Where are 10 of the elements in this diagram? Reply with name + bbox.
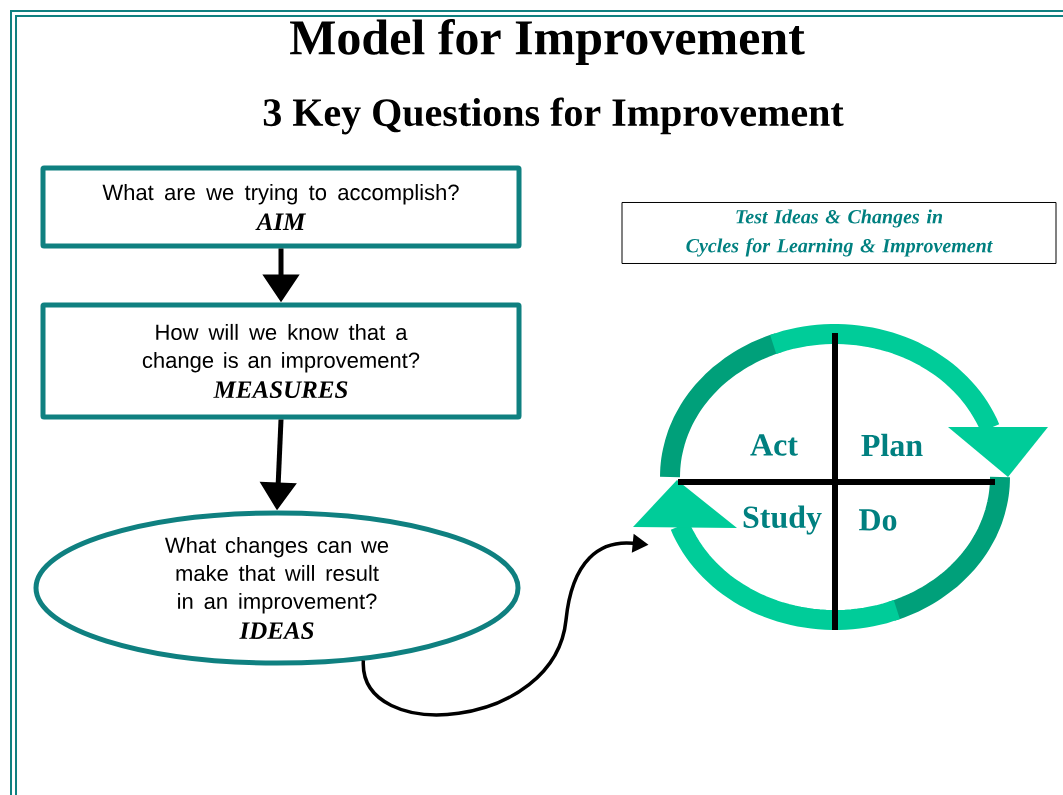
subtitle: 3 Key Questions for Improvement	[263, 97, 844, 135]
pdsa-cycle-drawing: Act Plan Study Do	[633, 324, 1048, 633]
node-label: Do	[859, 509, 897, 531]
node-label: Act	[750, 434, 798, 456]
note-box: Test Ideas & Changes in Cycles for Learning & Improvement	[621, 202, 1057, 264]
question-box: What are we trying to accomplish? AIM	[40, 165, 522, 249]
node-label: Study	[743, 505, 822, 535]
node-label: Plan	[861, 433, 923, 457]
question-box: How will we know that a change is an improvement? MEASURES	[40, 302, 522, 420]
title: Model for Improvement	[290, 19, 805, 65]
